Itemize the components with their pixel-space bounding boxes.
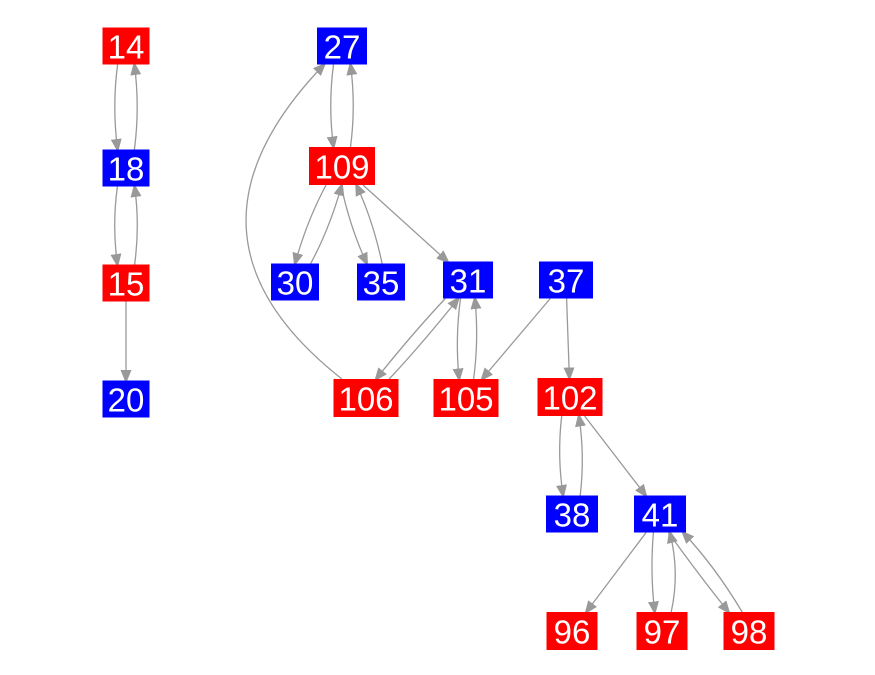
node-96: 96 (546, 612, 598, 651)
node-109-label: 109 (314, 149, 369, 186)
edge-30-109 (310, 182, 345, 264)
node-15-label: 15 (108, 266, 145, 303)
node-97-label: 97 (644, 614, 681, 651)
node-109-box (309, 147, 375, 185)
node-105-label: 105 (438, 381, 493, 418)
node-27-box (317, 27, 367, 65)
node-20: 20 (102, 380, 150, 419)
node-38: 38 (546, 495, 598, 534)
edge-15-18 (130, 183, 142, 265)
edges-layer (110, 61, 743, 615)
node-14: 14 (102, 27, 150, 66)
edge-18-14 (130, 61, 142, 150)
edge-14-18 (110, 64, 122, 153)
node-18: 18 (102, 149, 150, 188)
node-97-box (636, 612, 688, 650)
node-30: 30 (271, 263, 319, 302)
edge-27-109 (326, 64, 338, 150)
node-30-box (271, 263, 319, 301)
node-18-label: 18 (108, 151, 145, 188)
edge-38-102 (575, 413, 586, 496)
node-30-label: 30 (277, 265, 314, 302)
node-106: 106 (333, 379, 399, 418)
edge-97-41 (667, 529, 678, 613)
edge-109-35 (340, 184, 369, 267)
edge-102-41 (584, 415, 648, 498)
node-38-label: 38 (554, 497, 591, 534)
node-35: 35 (357, 263, 405, 302)
node-14-label: 14 (108, 29, 145, 66)
edge-105-31 (470, 295, 482, 380)
node-27: 27 (317, 27, 367, 66)
node-37-label: 37 (548, 263, 585, 300)
edge-37-102 (563, 298, 575, 381)
node-35-label: 35 (363, 265, 400, 302)
node-15-box (102, 264, 150, 302)
edge-41-98 (667, 532, 731, 615)
node-18-box (102, 149, 150, 187)
edge-41-97 (647, 532, 659, 615)
node-106-box (333, 379, 399, 417)
edge-41-96 (584, 532, 647, 615)
edge-106-27 (245, 62, 343, 380)
node-20-label: 20 (108, 382, 145, 419)
node-41-box (634, 495, 686, 533)
node-98: 98 (723, 612, 775, 651)
node-96-label: 96 (554, 614, 591, 651)
node-15: 15 (102, 264, 150, 303)
node-98-box (723, 612, 775, 650)
edge-109-27 (346, 61, 358, 148)
node-41: 41 (634, 495, 686, 534)
edge-31-105 (452, 298, 464, 382)
node-37-box (539, 261, 593, 299)
node-97: 97 (636, 612, 688, 651)
node-105-box (433, 379, 499, 417)
node-38-box (546, 495, 598, 533)
node-31-box (443, 261, 493, 299)
edge-18-15 (110, 186, 122, 268)
edge-109-31 (362, 184, 450, 264)
node-27-label: 27 (324, 29, 361, 66)
edge-98-41 (680, 530, 743, 613)
node-35-box (357, 263, 405, 301)
node-37: 37 (539, 261, 593, 300)
node-96-box (546, 612, 598, 650)
node-31-label: 31 (450, 263, 487, 300)
edge-109-30 (292, 184, 327, 267)
edge-35-109 (355, 182, 383, 264)
node-102-label: 102 (542, 380, 597, 417)
node-109: 109 (309, 147, 375, 186)
nodes-layer: 14 18 15 20 27 109 30 35 31 37 106 105 102 38 41 96 97 98 (102, 27, 775, 651)
node-20-box (102, 380, 150, 418)
edge-37-105 (480, 298, 551, 382)
node-106-label: 106 (338, 381, 393, 418)
node-41-label: 41 (642, 497, 679, 534)
node-102: 102 (537, 378, 603, 417)
node-31: 31 (443, 261, 493, 300)
edge-31-106 (374, 298, 446, 382)
edge-106-31 (388, 296, 461, 380)
node-98-label: 98 (731, 614, 768, 651)
edge-102-38 (556, 415, 567, 499)
node-14-box (102, 27, 150, 65)
node-102-box (537, 378, 603, 416)
node-105: 105 (433, 379, 499, 418)
